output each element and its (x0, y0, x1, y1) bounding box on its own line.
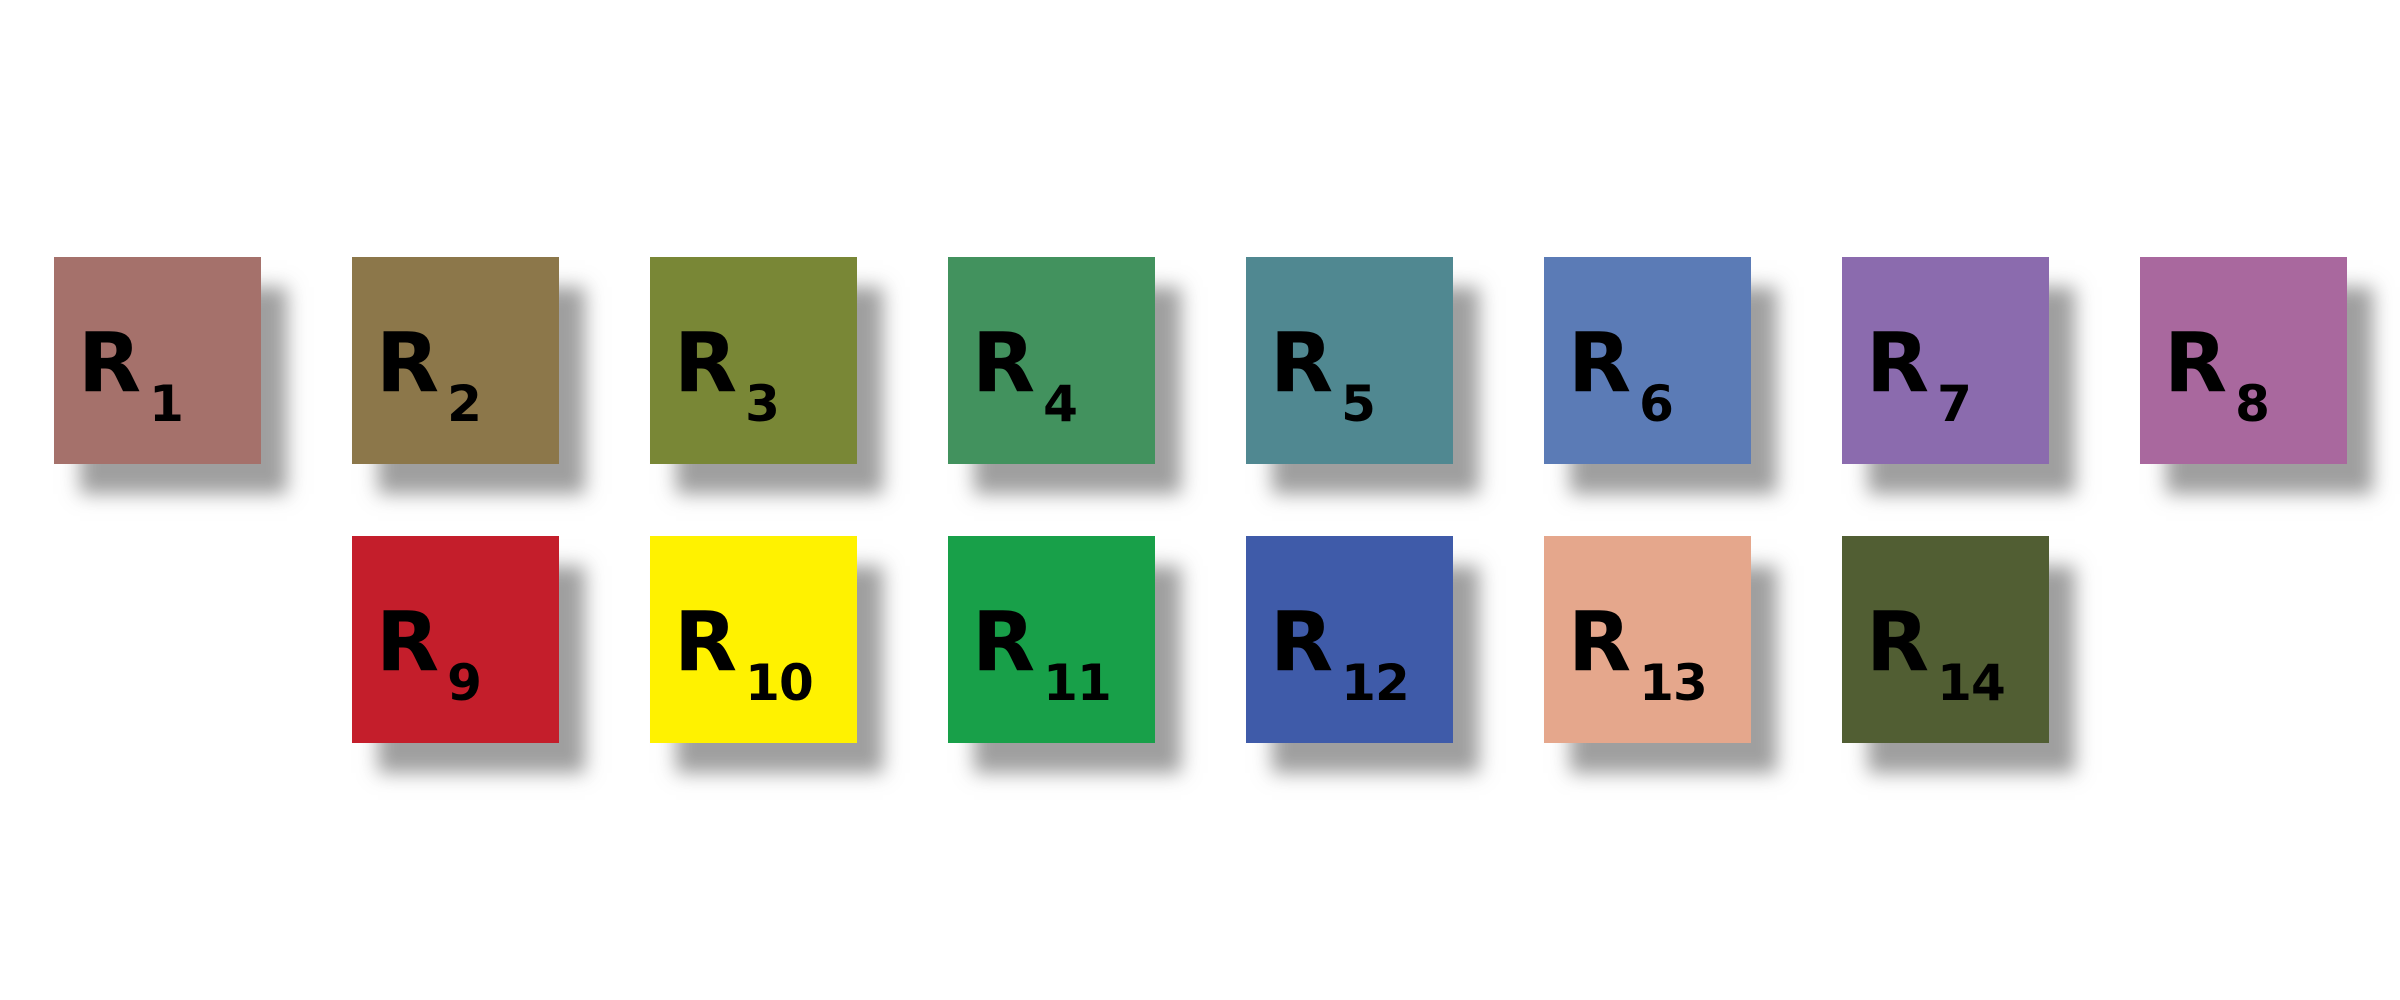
tile-subscript: 1 (149, 375, 184, 433)
tile-letter: R (376, 595, 440, 690)
tile-subscript: 2 (447, 375, 482, 433)
tile-letter: R (972, 316, 1036, 411)
tile-subscript: 9 (447, 654, 482, 712)
tile-letter: R (78, 316, 142, 411)
tile-subscript: 6 (1639, 375, 1674, 433)
tile-subscript: 4 (1043, 375, 1078, 433)
tile-letter: R (674, 595, 738, 690)
tile-letter: R (376, 316, 440, 411)
tile-subscript: 13 (1639, 654, 1708, 712)
tile-subscript: 3 (745, 375, 780, 433)
tile-subscript: 7 (1937, 375, 1972, 433)
tile-subscript: 10 (745, 654, 814, 712)
tile-letter: R (1568, 316, 1632, 411)
tile-subscript: 14 (1937, 654, 2006, 712)
tile-subscript: 5 (1341, 375, 1376, 433)
tile-subscript: 8 (2235, 375, 2270, 433)
tile-letter: R (1270, 595, 1334, 690)
tile-letter: R (1270, 316, 1334, 411)
tile-subscript: 12 (1341, 654, 1410, 712)
tile-subscript: 11 (1043, 654, 1112, 712)
tile-letter: R (1568, 595, 1632, 690)
tile-letter: R (674, 316, 738, 411)
tile-letter: R (1866, 595, 1930, 690)
tile-letter: R (972, 595, 1036, 690)
tile-letter: R (2164, 316, 2228, 411)
tile-letter: R (1866, 316, 1930, 411)
